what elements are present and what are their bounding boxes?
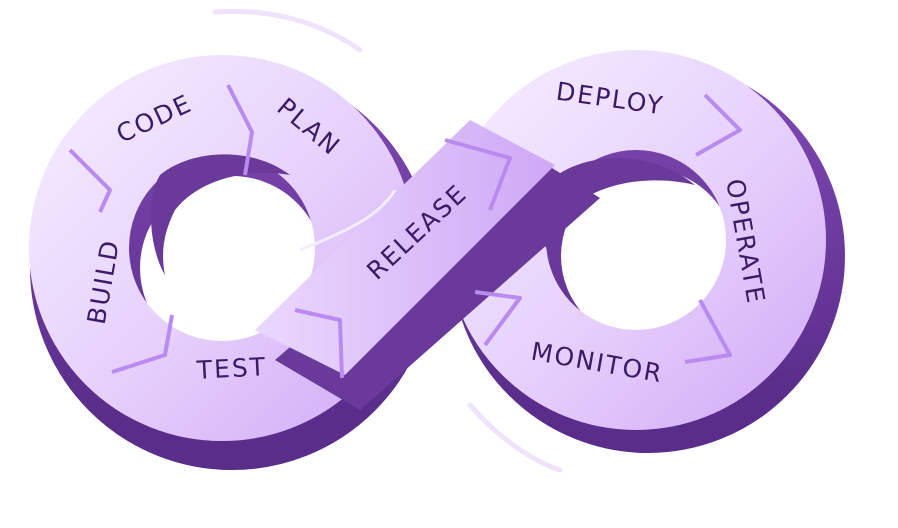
separator-plan-release: [444, 138, 512, 211]
separator-code-plan: [226, 84, 254, 176]
separator-deploy-operate: [695, 93, 742, 157]
stage-separators: [68, 84, 742, 379]
decorative-swoosh-bottom: [467, 402, 563, 473]
decorative-swoosh-top: [212, 8, 363, 53]
separator-release-test: [294, 308, 344, 379]
separator-monitor-release: [474, 290, 522, 347]
stage-label-test: TEST: [195, 352, 268, 385]
separator-build-code: [68, 148, 112, 213]
left-hole-shade: [150, 154, 290, 275]
crossing-band: [255, 120, 555, 375]
separator-test-build: [111, 314, 174, 374]
separator-operate-monitor: [684, 299, 732, 364]
crossing-band-highlight: [299, 189, 397, 252]
